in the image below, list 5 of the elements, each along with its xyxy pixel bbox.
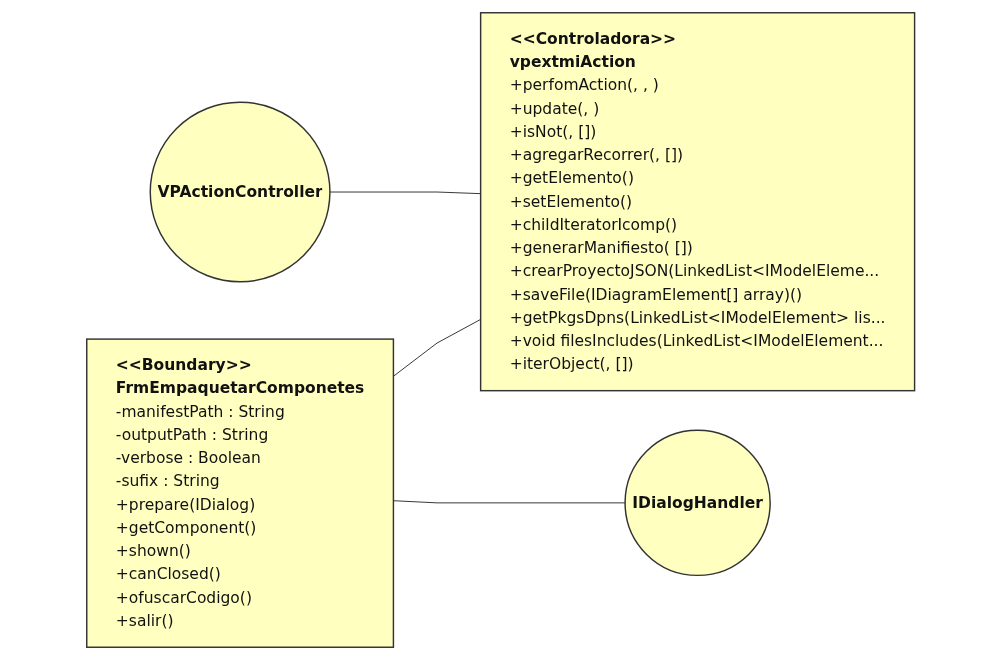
node-circle: VPActionController bbox=[149, 100, 331, 283]
node-box: <<Controladora>> vpextmiAction +perfomAction(, , ) +update(, ) +isNot(, []) +agregarRecorrer(, []) +getElemento() +setElemento() +childIteratorIcomp() +generarManifiesto( []) +crearProyectoJSON(LinkedList<IModelEleme... +saveFile(IDiagramElement[] array)() +getPkgsDpns(LinkedList<IModelElement> lis... +void filesIncludes(LinkedList<IModelElement... +iterObject(, []) bbox=[479, 11, 916, 391]
node-box: <<Boundary>> FrmEmpaquetarComponetes -manifestPath : String -outputPath : String -verbose : Boolean -sufix : String +prepare(IDialog) +getComponent() +shown() +canClosed() +ofuscarCodigo() +salir() bbox=[85, 337, 394, 648]
node-circle: IDialogHandler bbox=[624, 429, 771, 576]
connector bbox=[329, 191, 481, 194]
